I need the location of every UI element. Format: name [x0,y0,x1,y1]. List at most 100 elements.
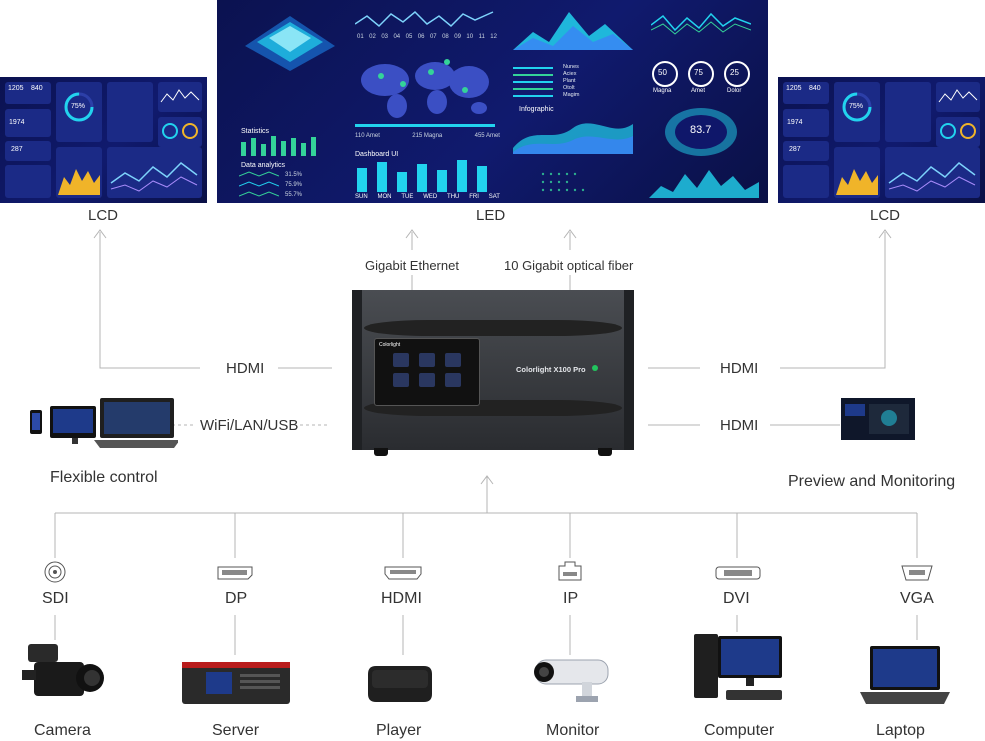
screen-app-icon[interactable] [445,353,461,367]
lcd-right-wave [938,89,978,103]
hdmi-left-label: HDMI [226,360,265,377]
lcd-right-n4: 287 [789,146,801,153]
lcd-right-line-panel [885,147,980,198]
port-label-sdi: SDI [42,590,69,607]
lcd-left-n1: 1205 [8,85,24,92]
optical-fiber-label: 10 Gigabit optical fiber [504,258,634,273]
server-device-icon [182,662,290,704]
hdmi-right-top-label: HDMI [720,360,759,377]
hdmi-right-bottom-label: HDMI [720,417,759,434]
port-label-dp: DP [225,590,248,607]
led-mountain-chart [513,12,633,50]
led-world-map [361,59,489,118]
lcd-left-n4: 287 [11,146,23,153]
lcd-left-bars-panel [5,165,51,198]
led-axis-num: 10 [466,34,474,40]
port-label-ip: IP [563,590,579,607]
control-devices-icon [30,398,178,448]
dp-port-icon [217,566,253,580]
led-stat-bars [241,136,316,156]
led-analytics-waves [239,171,279,197]
led-axis-num: 11 [478,34,485,40]
laptop-device-icon [860,646,950,704]
processor-foot-right [598,448,612,456]
processor-screen-brand: Colorlight [379,342,401,348]
led-axis-num: 06 [417,34,425,40]
preview-monitor-icon [841,398,915,440]
lcd-right-pct: 75% [849,103,864,110]
lcd-right-n2: 840 [809,85,821,92]
led-axis-num: 07 [429,34,437,40]
lcd-right-n3-panel: 1974 [783,109,829,137]
led-gauge-name-3: Dolor [727,88,742,94]
led-gauge-val-3: 25 [730,68,739,77]
screen-app-icon[interactable] [393,373,409,387]
monitor-camera-device-icon [534,659,609,702]
led-statistics-title: Statistics [241,128,270,135]
lcd-right-n4-panel: 287 [783,141,829,161]
led-axis-num: 01 [357,34,364,40]
port-label-vga: VGA [900,590,934,607]
device-label-player: Player [376,722,422,739]
lcd-left-n3: 1974 [9,119,25,126]
gigabit-ethernet-label: Gigabit Ethernet [365,258,459,273]
led-dot-matrix [541,172,585,192]
lcd-right-label: LCD [870,207,901,224]
led-infographic-title: Infographic [519,106,554,113]
computer-device-icon [694,634,782,700]
led-wall-screen: Statistics Data analytics 31.5% 75.9% 55… [217,0,768,203]
led-data-analytics-title: Data analytics [241,162,285,169]
led-axis-num: 05 [405,34,413,40]
led-gauge-name-2: Amet [691,88,706,94]
screen-app-icon[interactable] [393,353,409,367]
led-legend-name: Plant [563,78,576,84]
vga-port-icon [901,565,933,581]
processor-rack-ear-right [624,290,634,450]
ip-port-icon [558,561,582,581]
led-gauges-icon [652,61,750,87]
led-dashboard-title: Dashboard UI [355,151,399,158]
led-day: MON [377,194,392,200]
port-label-hdmi: HDMI [381,590,422,607]
led-legend-name: Nunes [563,64,579,70]
lcd-left-label: LCD [88,207,119,224]
dvi-port-icon [715,566,761,580]
screen-app-icon[interactable] [419,373,435,387]
lcd-right-dials-icon [940,123,976,139]
processor-touchscreen[interactable]: Colorlight [374,338,480,406]
led-axis-num: 04 [393,34,401,40]
lcd-left-wave-panel [158,82,202,112]
lcd-left-dial-panel [158,117,202,147]
lcd-right-stat-panel: 1205 840 [783,82,829,104]
led-axis-num: 02 [369,34,376,40]
lcd-left-screen: 1205 840 75% 1974 287 [0,77,207,203]
processor-rack-ear-left [352,290,362,450]
lcd-right-area-chart [836,169,878,195]
processor-x100-pro: Colorlight Colorlight X100 Pro [352,290,634,456]
led-mini-value: 110 Amet [355,133,380,139]
screen-app-icon[interactable] [445,373,461,387]
camera-device-icon [22,644,104,696]
processor-status-led [592,365,598,371]
processor-foot-left [374,448,388,456]
lcd-left-area-chart [58,169,100,195]
led-gauge-name-1: Magna [653,88,672,94]
screen-app-icon[interactable] [419,353,435,367]
lcd-right-gauge-panel: 75% [834,82,880,142]
lcd-left-gauge-panel: 75% [56,82,102,142]
led-day: THU [447,194,460,200]
lcd-left-pct: 75% [71,103,86,110]
lcd-right-line-chart [888,162,976,192]
led-infographic-area [513,123,633,154]
led-mini-value: 215 Magna [412,133,443,139]
led-mini-values: 110 Amet 215 Magna 455 Amet [355,133,500,139]
device-label-laptop: Laptop [876,722,925,739]
led-gauge-val-1: 50 [658,68,667,77]
sdi-port-icon [44,561,66,583]
lcd-left-stat-panel: 1205 840 [5,82,51,104]
lcd-left-ring-icon [64,92,94,122]
device-label-computer: Computer [704,722,775,739]
processor-model: Colorlight X100 Pro [516,365,586,374]
